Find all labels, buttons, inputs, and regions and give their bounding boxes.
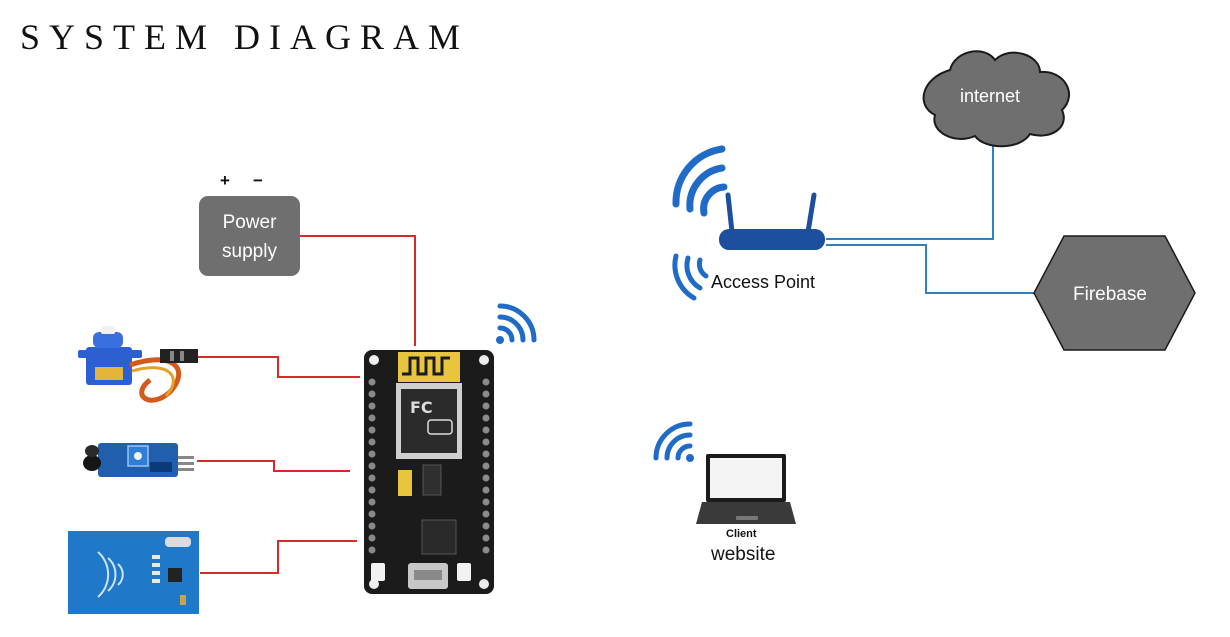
router-icon (719, 192, 825, 250)
minus-terminal-icon: − (253, 171, 263, 190)
servo-wire (196, 356, 360, 378)
laptop-icon (696, 454, 796, 524)
access-point-label: Access Point (711, 272, 816, 292)
internet-cloud-icon (922, 50, 1070, 148)
internet-label: internet (960, 86, 1021, 106)
power-supply-block: Power supply (199, 196, 300, 276)
wifi-icon (496, 303, 537, 344)
firebase-link (826, 244, 1035, 294)
rfid-module-image (68, 531, 199, 614)
firebase-label: Firebase (1073, 284, 1147, 305)
firebase-hexagon-icon (1033, 235, 1196, 351)
diagram-title: SYSTEM DIAGRAM (20, 17, 470, 57)
laptop-wifi-icon (653, 421, 694, 462)
client-label: Client (726, 528, 757, 540)
nodemcu-board-image: FC (364, 350, 494, 594)
power-supply-label-line2: supply (222, 241, 277, 262)
servo-motor-image (78, 326, 198, 403)
website-label: website (711, 544, 776, 565)
power-wire (300, 235, 416, 346)
router-wifi-icon-bottom (672, 253, 709, 301)
ir-sensor-image (83, 443, 194, 477)
plus-terminal-icon: + (220, 171, 230, 190)
board-pins-left (368, 378, 376, 554)
internet-link (826, 140, 994, 240)
svg-text:FC: FC (410, 398, 433, 417)
rfid-wire (200, 540, 357, 574)
power-supply-label-line1: Power (222, 212, 277, 233)
board-pins-right (482, 378, 490, 554)
router-wifi-icon-top (672, 145, 728, 217)
ir-sensor-wire (197, 460, 350, 472)
